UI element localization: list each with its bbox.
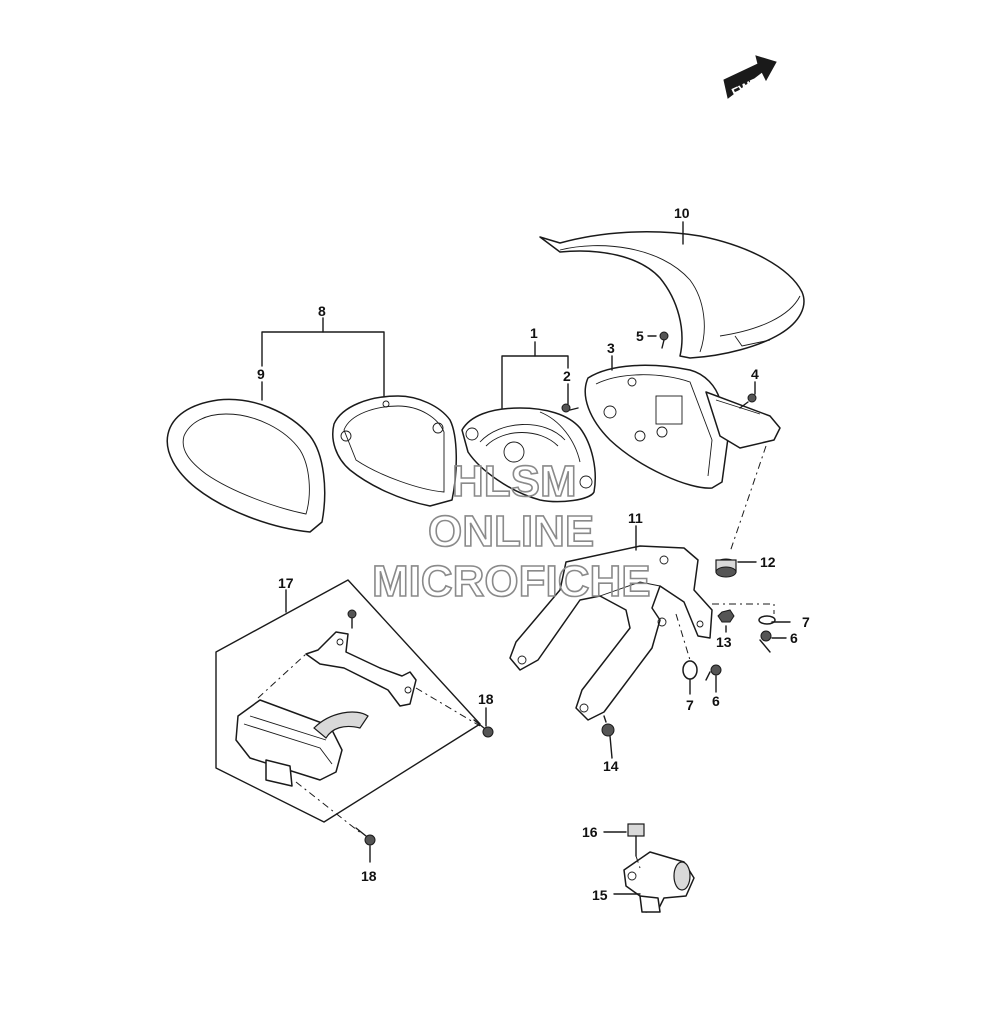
callout-11: 11 [628,510,643,526]
bolt-6a-part[interactable] [759,630,772,653]
bolt-6b-part[interactable] [705,664,722,681]
screw-5-part[interactable] [659,331,669,349]
callout-17: 17 [278,575,294,591]
callout-1: 1 [530,325,538,341]
callout-7a: 7 [802,614,810,630]
callout-6b: 6 [712,693,720,709]
watermark-line-2: ONLINE [428,507,594,556]
part-17-group-outline [215,579,481,823]
callout-10: 10 [674,205,690,221]
fwd-arrow-icon: FWD [723,55,777,100]
meter-frame-part[interactable] [166,398,326,533]
screw-18a-part[interactable] [473,719,494,738]
meter-case-part[interactable] [584,364,781,489]
screw-18c-part[interactable] [347,609,357,629]
meter-panel-part[interactable] [332,395,457,507]
callout-8: 8 [318,303,326,319]
meter-bracket-part[interactable] [509,545,713,721]
callout-13: 13 [716,634,732,650]
leader-lines [261,221,791,895]
callout-18a: 18 [478,691,494,707]
grommet-part[interactable] [715,558,737,578]
lamp-bracket-part[interactable] [305,631,417,707]
screw-18b-part[interactable] [355,827,376,846]
nut-part[interactable] [717,609,735,623]
callout-5: 5 [636,328,644,344]
meter-assy-part[interactable] [461,407,596,503]
washer-7b-part[interactable] [682,660,698,680]
callout-15: 15 [592,887,608,903]
screw-4-part[interactable] [739,393,757,409]
callout-labels: 1 2 3 4 5 6 6 7 7 8 9 10 11 12 13 14 15 … [257,205,810,903]
watermark-line-3: MICROFICHE [372,557,651,606]
callout-14: 14 [603,758,619,774]
callout-16: 16 [582,824,598,840]
assembly-lines [257,445,775,869]
meter-cover-part[interactable] [539,231,805,359]
callout-2: 2 [563,368,571,384]
callout-18b: 18 [361,868,377,884]
indicator-lamp-part[interactable] [235,699,369,787]
callout-9: 9 [257,366,265,382]
screw-2-part[interactable] [561,403,579,413]
bolt-16-part[interactable] [627,823,645,857]
callout-4: 4 [751,366,759,382]
sensor-part[interactable] [623,851,695,913]
callout-12: 12 [760,554,776,570]
watermark-line-1: HLSM [452,457,577,506]
callout-6a: 6 [790,630,798,646]
callout-3: 3 [607,340,615,356]
washer-7a-part[interactable] [758,615,776,625]
watermark: HLSM ONLINE MICROFICHE [371,456,651,607]
callout-7b: 7 [686,697,694,713]
bolt-14-part[interactable] [601,715,615,737]
